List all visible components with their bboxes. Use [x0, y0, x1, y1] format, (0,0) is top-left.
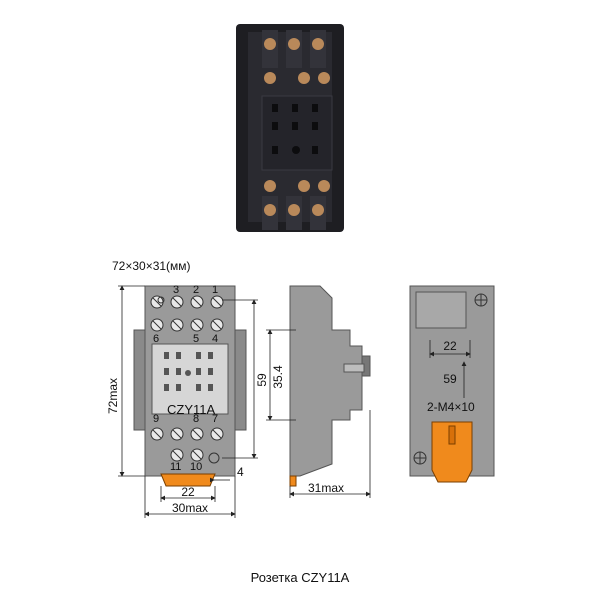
front-pin-holes	[164, 352, 213, 391]
dim-depth-31: 31max	[308, 481, 344, 495]
term-7: 7	[212, 413, 218, 425]
caption: Розетка CZY11A	[250, 570, 350, 585]
dim-rail-35: 35.4	[271, 365, 285, 389]
term-2: 2	[193, 284, 199, 296]
front-dimensions	[118, 285, 258, 518]
dim-height-72: 72max	[106, 378, 120, 414]
side-dimensions	[266, 329, 371, 498]
front-view: 3 2 1 6 5 4 9 8 7 11 10 CZY11A	[133, 284, 247, 487]
term-1: 1	[212, 284, 218, 296]
mount-dim-59: 59	[443, 372, 457, 386]
term-4: 4	[212, 333, 218, 345]
photo-top-terminals	[262, 30, 330, 84]
mount-dimensions	[429, 340, 471, 398]
model-label: CZY11A	[167, 402, 215, 417]
dim-width-30: 30max	[172, 501, 208, 515]
socket-photo	[236, 24, 344, 232]
term-3: 3	[173, 284, 179, 296]
dimensions-note: 72×30×31(мм)	[112, 259, 191, 273]
mount-view	[409, 285, 495, 483]
photo-bottom-terminals	[262, 180, 330, 230]
term-6: 6	[153, 333, 159, 345]
term-9: 9	[153, 413, 159, 425]
dim-clip-22: 22	[181, 485, 195, 499]
mount-dim-22: 22	[443, 339, 457, 353]
dim-side-4: 4	[237, 465, 244, 479]
term-5: 5	[193, 333, 199, 345]
term-10: 10	[190, 461, 202, 473]
dim-hole-59: 59	[255, 373, 269, 387]
screw-label: 2-M4×10	[427, 400, 475, 414]
side-view	[289, 285, 371, 487]
term-8: 8	[193, 413, 199, 425]
photo-pin-holes	[272, 104, 318, 154]
term-11: 11	[170, 461, 181, 473]
